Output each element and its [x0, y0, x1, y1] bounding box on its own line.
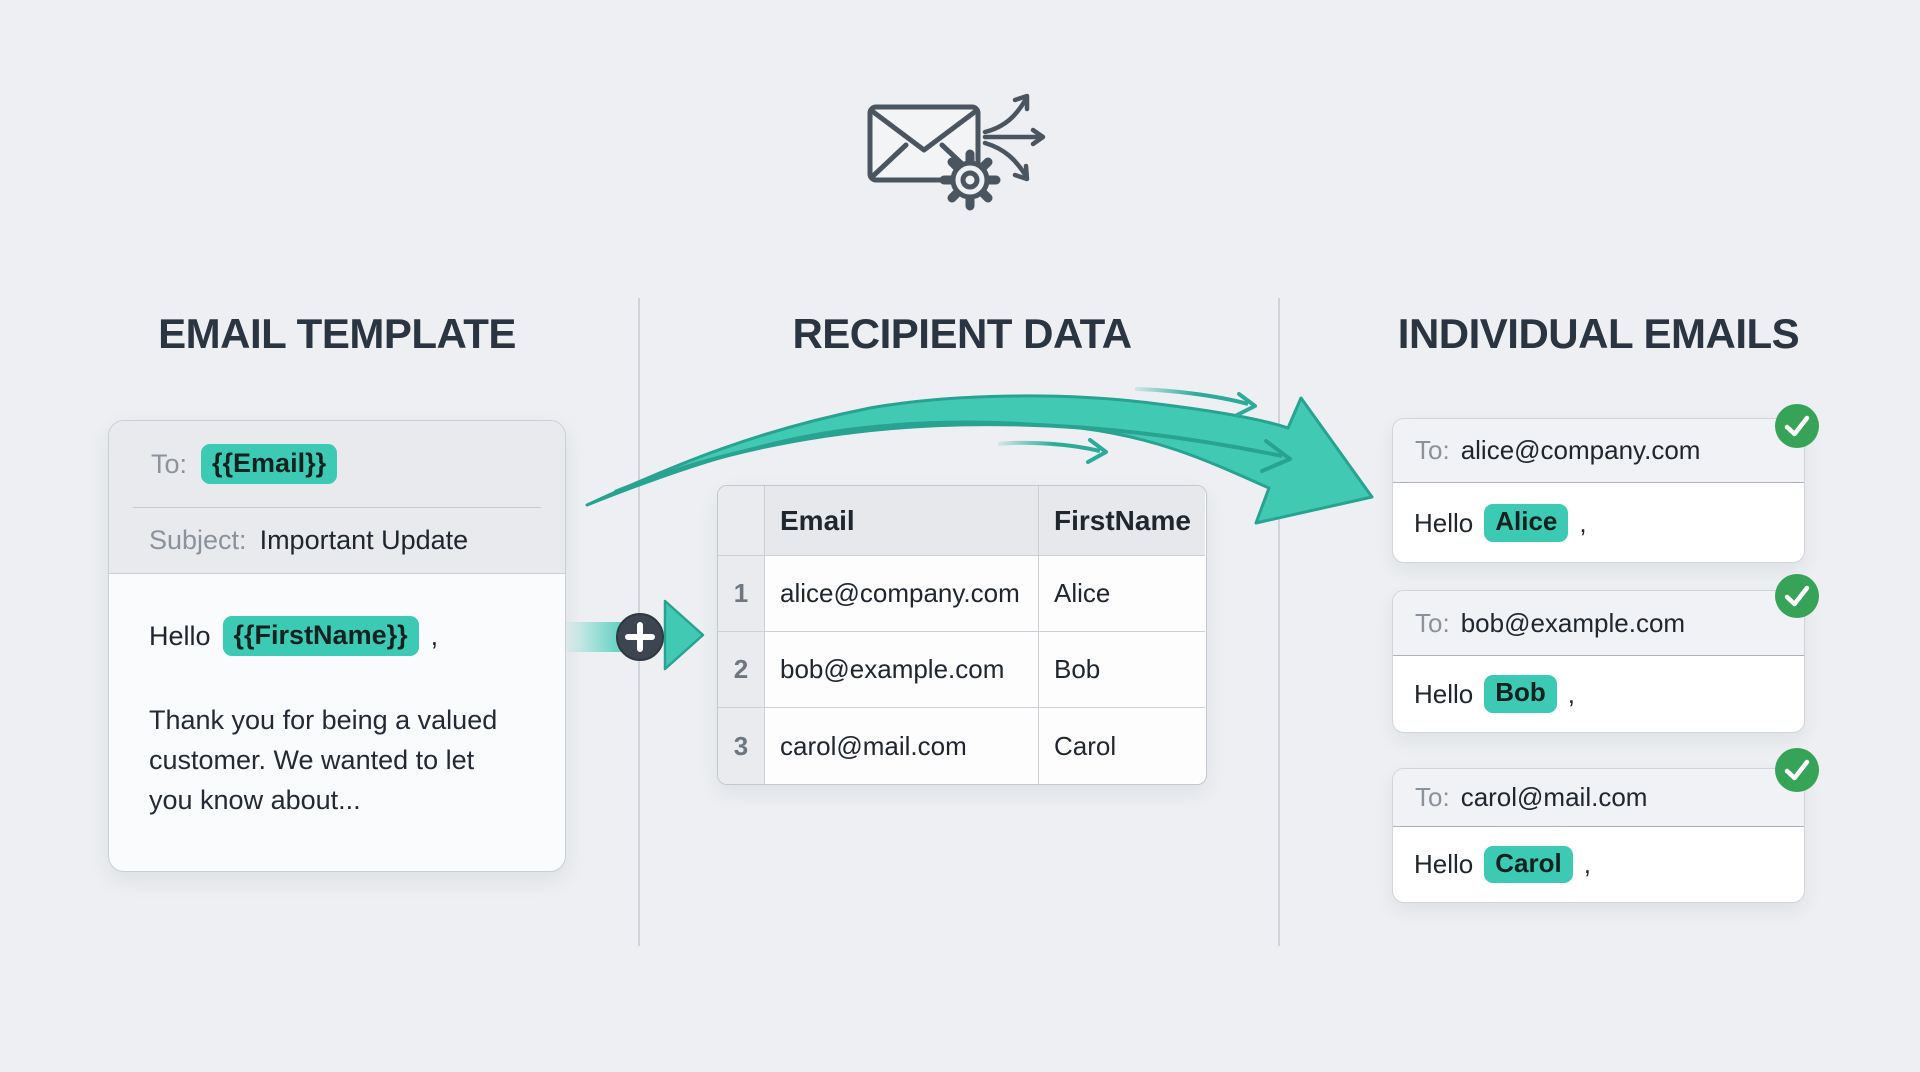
column-divider [1278, 298, 1280, 946]
heading-individual-emails: INDIVIDUAL EMAILS [1397, 310, 1800, 357]
header-rule [133, 507, 541, 508]
firstname-variable-chip: {{FirstName}} [222, 616, 419, 657]
email-variable-chip: {{Email}} [201, 443, 338, 485]
merged-name-chip: Carol [1484, 845, 1573, 884]
to-label: To: [1415, 782, 1450, 812]
plus-icon [625, 622, 655, 652]
row-number: 2 [718, 632, 765, 708]
row-number: 1 [718, 556, 765, 632]
merge-plus-arrow-icon [563, 599, 705, 671]
template-body-text: Thank you for being a valued customer. W… [149, 705, 498, 816]
arrowhead-icon [663, 599, 705, 671]
to-value: bob@example.com [1460, 607, 1686, 638]
check-circle-icon [1775, 574, 1819, 618]
column-header-firstname: FirstName [1039, 486, 1205, 556]
subject-label: Subject: [149, 524, 247, 555]
cell-firstname: Alice [1039, 556, 1205, 632]
cell-firstname: Bob [1039, 632, 1205, 708]
big-arrow-body [585, 394, 1374, 525]
to-label: To: [151, 448, 188, 479]
template-card-header: To: {{Email}} Subject: Important Update [109, 421, 565, 574]
individual-email-card: To: alice@company.com Hello Alice , [1392, 404, 1819, 563]
check-circle-icon [1775, 748, 1819, 792]
cell-email: bob@example.com [765, 632, 1039, 708]
table-corner-cell [718, 486, 765, 556]
envelope-gear-send-icon [867, 93, 1046, 211]
cell-firstname: Carol [1039, 708, 1205, 784]
greeting-prefix: Hello [1414, 678, 1474, 709]
cell-email: alice@company.com [765, 556, 1039, 632]
individual-email-card: To: carol@mail.com Hello Carol , [1392, 748, 1819, 903]
greeting-prefix: Hello [149, 620, 211, 651]
greeting-prefix: Hello [1414, 849, 1474, 879]
check-circle-icon [1775, 404, 1819, 448]
recipient-data-table: Email FirstName 1 alice@company.com Alic… [717, 485, 1207, 785]
greeting-suffix: , [1579, 507, 1587, 538]
greeting-suffix: , [1583, 849, 1591, 879]
heading-email-template: EMAIL TEMPLATE [158, 310, 516, 357]
column-header-email: Email [765, 486, 1039, 556]
subject-value: Important Update [259, 524, 469, 555]
to-label: To: [1415, 607, 1450, 638]
template-card-body: Hello {{FirstName}} , Thank you for bein… [109, 574, 565, 820]
greeting-prefix: Hello [1414, 507, 1474, 538]
row-number: 3 [718, 708, 765, 784]
greeting-suffix: , [1567, 678, 1576, 709]
speed-arrow-icon [997, 387, 1257, 464]
send-arrows-icon [982, 93, 1046, 182]
email-template-card: To: {{Email}} Subject: Important Update … [108, 420, 566, 872]
merged-name-chip: Bob [1484, 675, 1557, 713]
gear-icon [939, 149, 1001, 211]
merged-name-chip: Alice [1484, 504, 1569, 542]
cell-email: carol@mail.com [765, 708, 1039, 784]
to-label: To: [1415, 435, 1450, 465]
to-value: carol@mail.com [1460, 782, 1648, 812]
to-value: alice@company.com [1460, 435, 1701, 465]
greeting-suffix: , [430, 620, 439, 651]
heading-recipient-data: RECIPIENT DATA [792, 310, 1132, 357]
individual-email-card: To: bob@example.com Hello Bob , [1392, 574, 1819, 733]
